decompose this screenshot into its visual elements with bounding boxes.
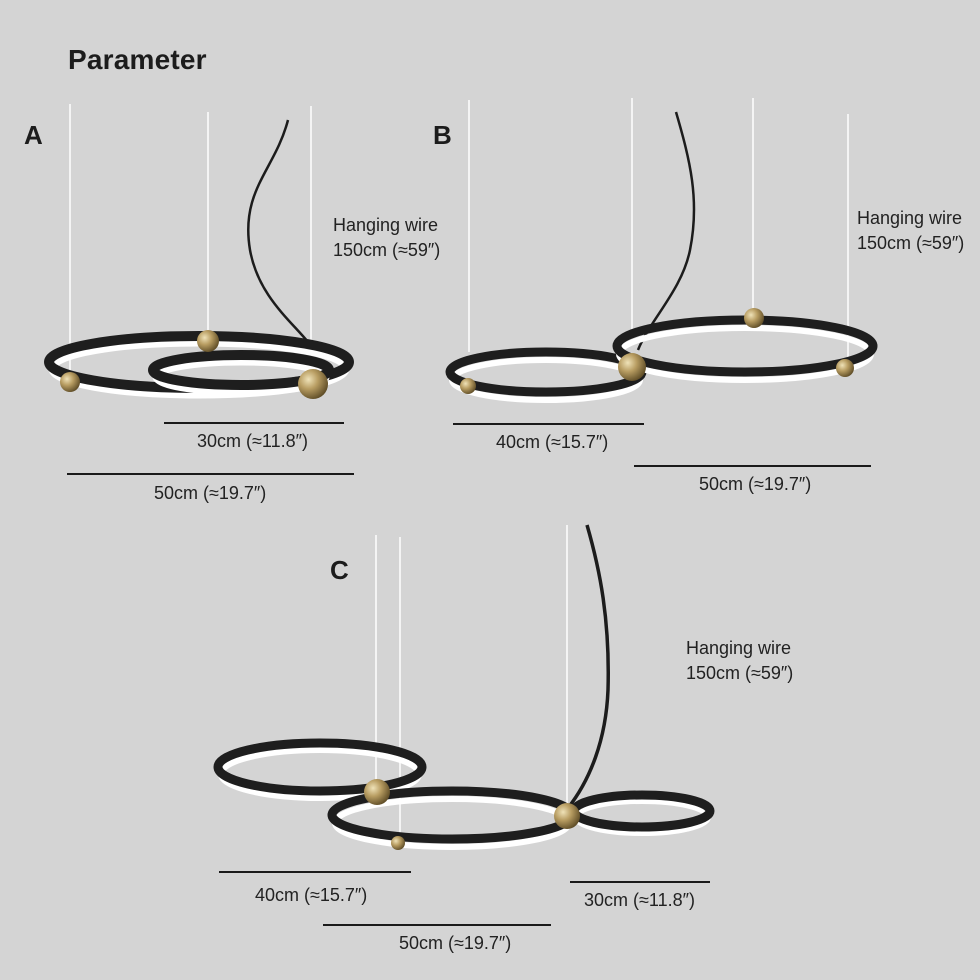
dimension-line [219, 871, 411, 873]
hanging-wire-title: Hanging wire [333, 215, 439, 235]
variant-a-label: A [24, 120, 43, 150]
dimension-line [634, 465, 871, 467]
hanging-wire-title: Hanging wire [686, 638, 792, 658]
variant-a-illustration [44, 104, 354, 399]
dimension-line [453, 423, 644, 425]
variant-c-label: C [330, 555, 349, 585]
variant-b-label: B [433, 120, 452, 150]
variant-a-hanging-wire-note: Hanging wire 150cm (≈59″) [333, 213, 440, 263]
variant-c-hanging-wire-note: Hanging wire 150cm (≈59″) [686, 636, 793, 686]
hanging-wire-length: 150cm (≈59″) [333, 240, 441, 260]
variant-c-illustration [213, 524, 715, 850]
variant-b-small-ring-dimension: 40cm (≈15.7″) [496, 432, 609, 452]
variant-a-small-ring-dimension: 30cm (≈11.8″) [197, 431, 308, 451]
variant-b-large-ring-dimension: 50cm (≈19.7″) [699, 474, 812, 494]
variant-b-hanging-wire-note: Hanging wire 150cm (≈59″) [857, 206, 964, 256]
power-cable [247, 119, 309, 343]
variant-b-illustration [445, 98, 878, 403]
variant-c-left-ring-dimension: 40cm (≈15.7″) [255, 885, 368, 905]
hanging-wire-length: 150cm (≈59″) [686, 663, 794, 683]
variant-c-right-ring-dimension: 30cm (≈11.8″) [584, 890, 695, 910]
hanging-wire-length: 150cm (≈59″) [857, 233, 965, 253]
dimension-line [570, 881, 710, 883]
hanging-wire-title: Hanging wire [857, 208, 963, 228]
dimension-line [67, 473, 354, 475]
page-title: Parameter [68, 44, 207, 75]
dimension-line [323, 924, 551, 926]
dimension-line [164, 422, 344, 424]
variant-a-large-ring-dimension: 50cm (≈19.7″) [154, 483, 267, 503]
variant-c-middle-ring-dimension: 50cm (≈19.7″) [399, 933, 512, 953]
